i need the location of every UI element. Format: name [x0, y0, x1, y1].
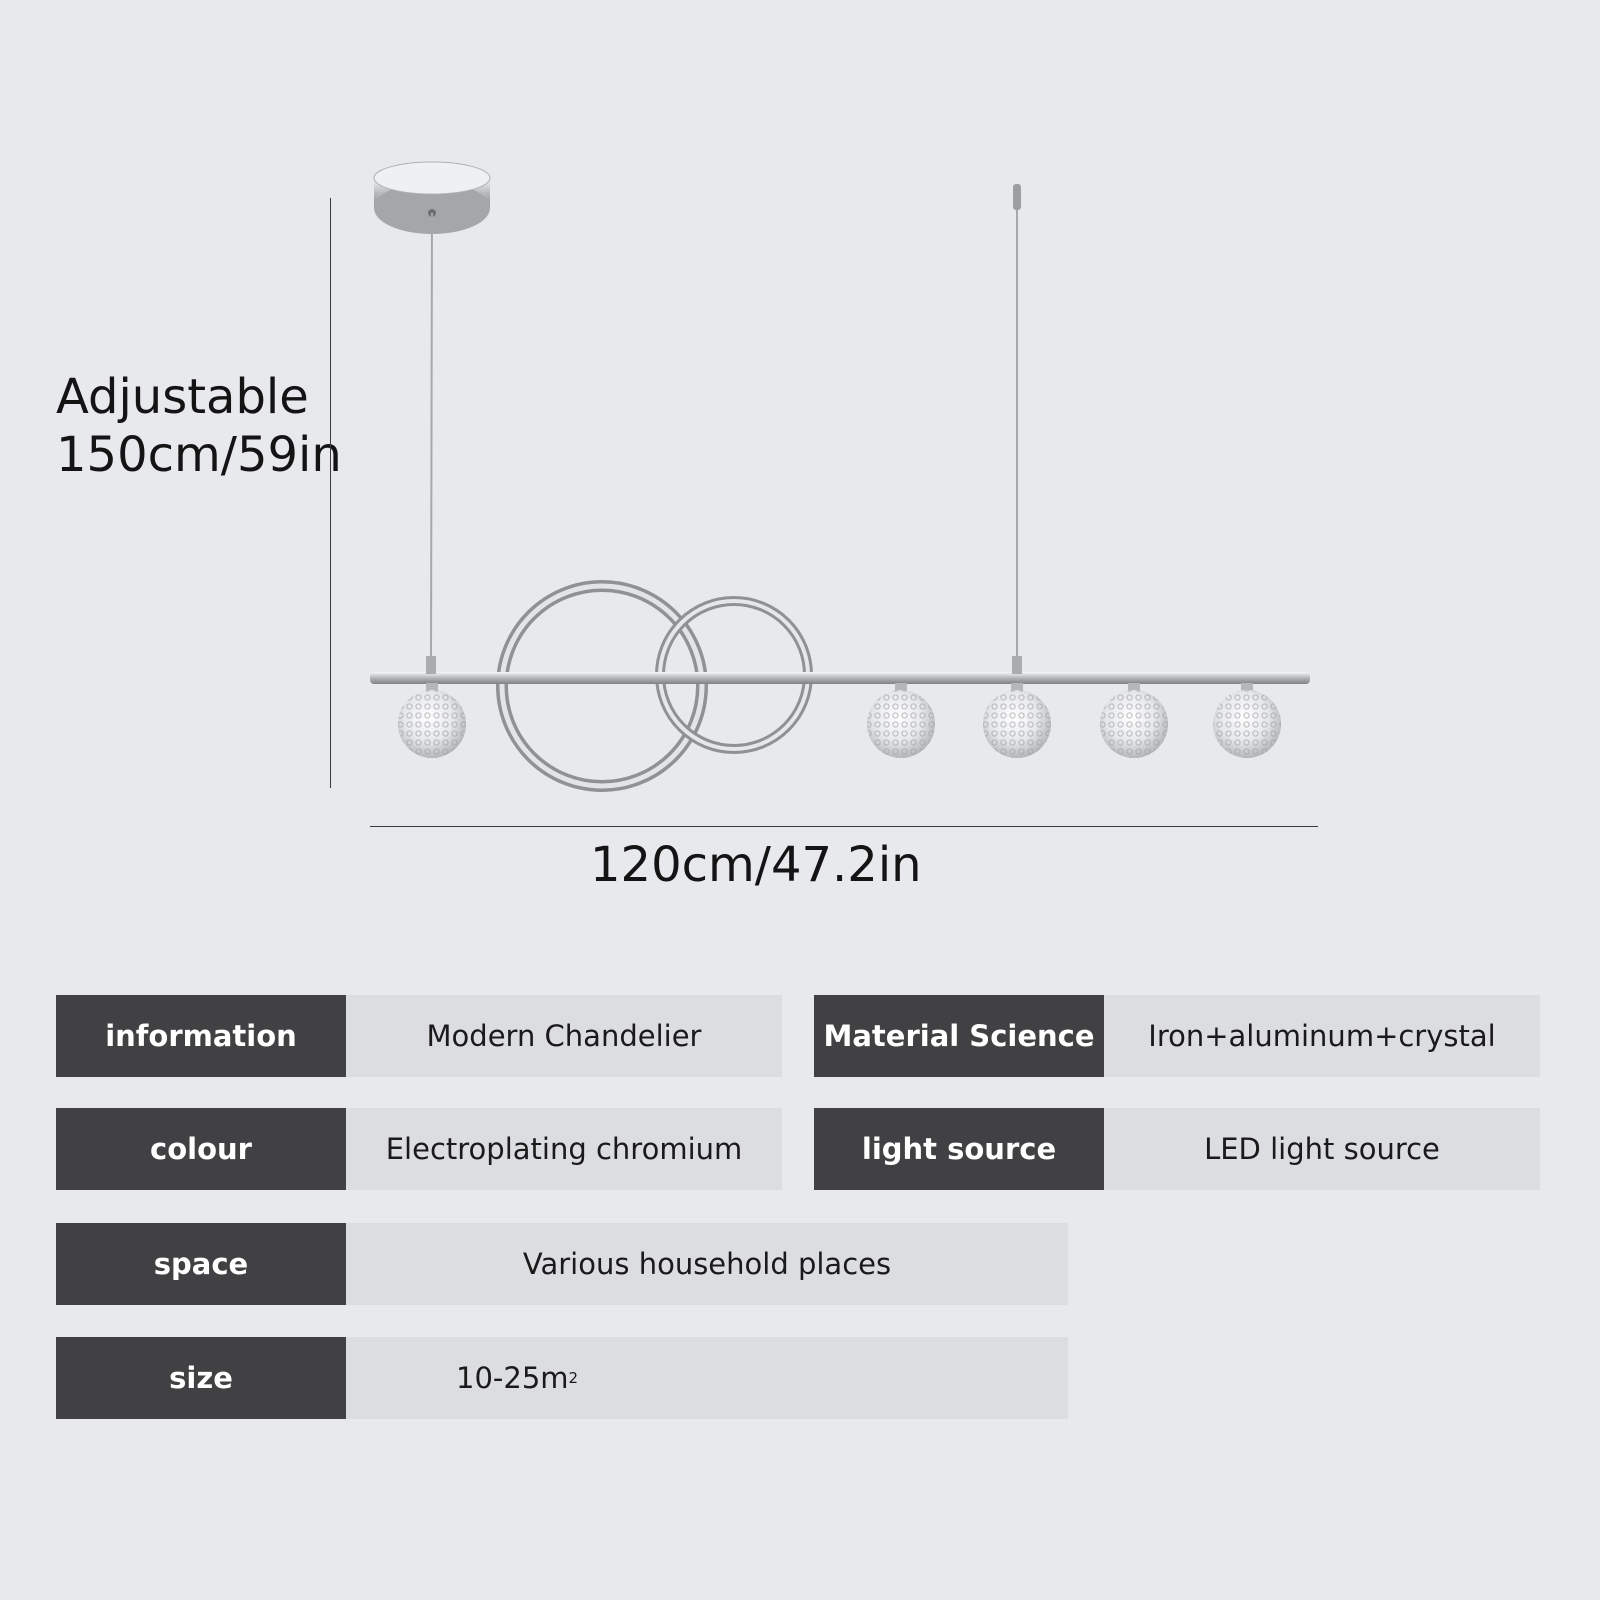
- spec-value: Electroplating chromium: [346, 1108, 782, 1190]
- crystal-globe: [1100, 683, 1168, 758]
- crystal-globe: [1213, 683, 1281, 758]
- spec-row-space: space Various household places: [56, 1223, 1068, 1305]
- spec-row-colour: colour Electroplating chromium: [56, 1108, 782, 1190]
- crystal-globe: [867, 683, 935, 758]
- spec-row-light-source: light source LED light source: [814, 1108, 1540, 1190]
- width-dimension-line: [370, 826, 1318, 827]
- crystal-globe: [398, 683, 466, 758]
- spec-label: colour: [56, 1108, 346, 1190]
- height-dimension-line: [330, 198, 331, 788]
- width-dimension-label: 120cm/47.2in: [590, 837, 922, 893]
- spec-label: space: [56, 1223, 346, 1305]
- spec-value: Various household places: [346, 1223, 1068, 1305]
- cable-gripper-right: [1013, 184, 1021, 656]
- chrome-ring-chandelier-icon: [370, 161, 1310, 792]
- size-value-text: 10-25m: [456, 1361, 569, 1395]
- spec-value: Iron+aluminum+crystal: [1104, 995, 1540, 1077]
- height-line-1: Adjustable: [56, 369, 309, 425]
- size-value-superscript: 2: [568, 1369, 579, 1387]
- height-line-2: 150cm/59in: [56, 427, 342, 483]
- spec-label: size: [56, 1337, 346, 1419]
- spec-label: light source: [814, 1108, 1104, 1190]
- crystal-globe: [983, 683, 1051, 758]
- main-bar: [370, 656, 1310, 684]
- large-ring: [496, 580, 708, 792]
- ceiling-canopy: [373, 161, 491, 234]
- spec-value: LED light source: [1104, 1108, 1540, 1190]
- spec-label: Material Science: [814, 995, 1104, 1077]
- spec-value: Modern Chandelier: [346, 995, 782, 1077]
- spec-label: information: [56, 995, 346, 1077]
- spec-row-material: Material Science Iron+aluminum+crystal: [814, 995, 1540, 1077]
- spec-row-information: information Modern Chandelier: [56, 995, 782, 1077]
- height-dimension-label: Adjustable 150cm/59in: [56, 368, 342, 484]
- suspension-cable-left: [430, 212, 433, 657]
